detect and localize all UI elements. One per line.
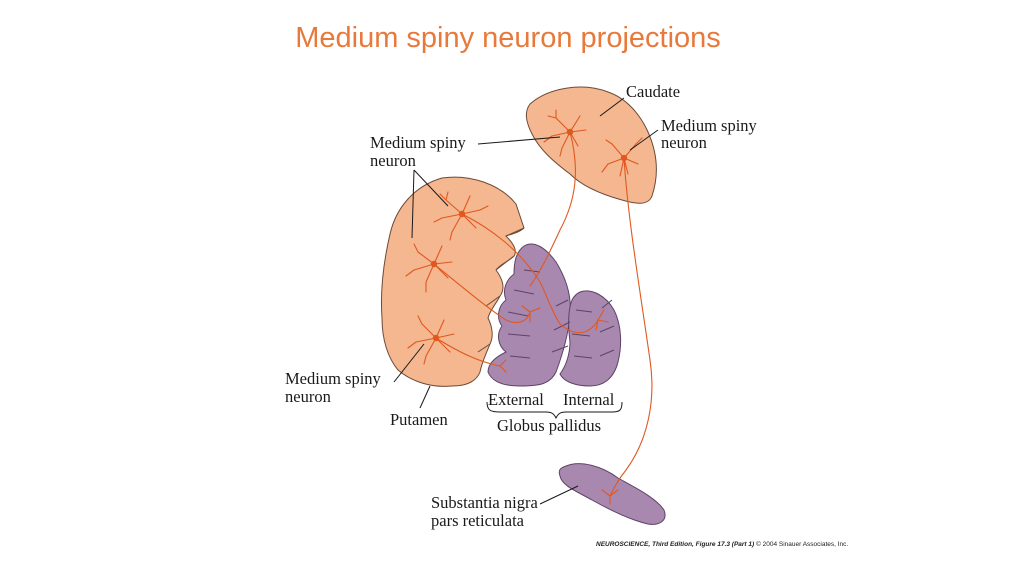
credit-book: NEUROSCIENCE, Third Edition, Figure 17.3…	[596, 541, 755, 548]
caudate-leader	[599, 97, 625, 117]
external-label: External	[488, 390, 544, 409]
putamen-label: Putamen	[390, 410, 448, 429]
snr-label-line2: pars reticulata	[431, 511, 525, 530]
msn-bottom-label-line1: Medium spiny	[285, 369, 382, 388]
putamen-notches	[477, 227, 525, 353]
msn-top-label-line2: neuron	[370, 151, 416, 170]
msn-top-branch-2	[413, 169, 449, 207]
globus-pallidus-internal-shape	[559, 290, 622, 387]
globus-pallidus-bracket	[486, 401, 623, 420]
slide-title: Medium spiny neuron projections	[295, 22, 721, 54]
putamen-neuron-middle-soma	[430, 260, 438, 268]
msn-bottom-leader	[393, 343, 425, 383]
putamen-neuron-top-soma	[458, 210, 466, 218]
msn-bottom-label-line2: neuron	[285, 387, 331, 406]
snr-leader	[539, 485, 579, 505]
msn-right-label-line2: neuron	[661, 133, 707, 152]
caudate-neuron-1-soma	[566, 128, 574, 136]
caudate-label: Caudate	[626, 82, 680, 101]
msn-top-branch-1	[411, 169, 415, 239]
putamen-neuron-bottom-soma	[432, 334, 440, 342]
msn-top-leader	[477, 136, 561, 145]
msn-right-label-line1: Medium spiny	[661, 116, 758, 135]
credit-copyright: © 2004 Sinauer Associates, Inc.	[756, 541, 849, 548]
msn-top-label-line1: Medium spiny	[370, 133, 467, 152]
neuron-somata	[430, 128, 628, 342]
caudate-shape	[525, 86, 657, 204]
pallidum-notches	[507, 269, 615, 359]
snr-label-line1: Substantia nigra	[431, 493, 538, 512]
globus-pallidus-label: Globus pallidus	[497, 416, 601, 435]
leader-lines	[393, 97, 659, 505]
putamen-leader	[419, 385, 431, 409]
figure-credit: NEUROSCIENCE, Third Edition, Figure 17.3…	[596, 541, 848, 548]
caudate-neuron-2-soma	[620, 154, 628, 162]
internal-label: Internal	[563, 390, 615, 409]
msn-right-leader	[629, 129, 659, 151]
neuron-projections	[405, 109, 653, 505]
